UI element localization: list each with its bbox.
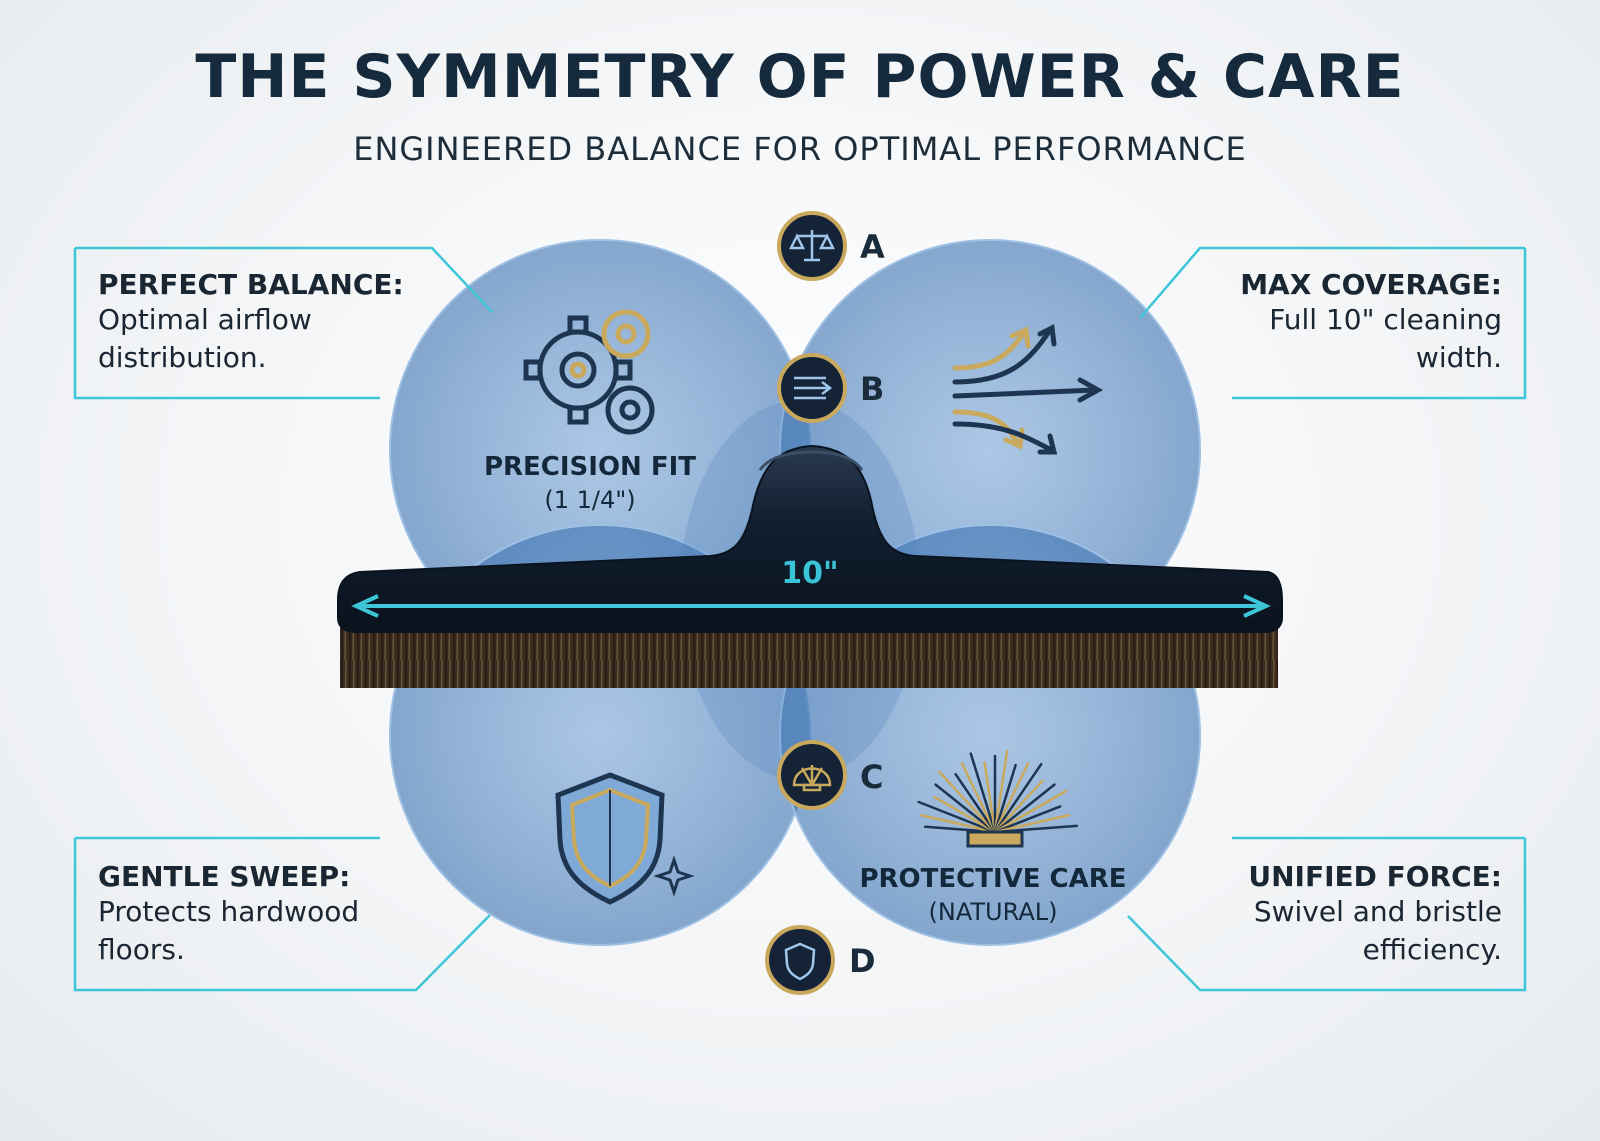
fan-strand (917, 800, 997, 834)
callout-gentle-sweep-head: GENTLE SWEEP: (98, 860, 351, 893)
callout-unified-force-head: UNIFIED FORCE: (1248, 860, 1502, 893)
shield-sparkle-icon (555, 772, 695, 905)
page-title: THE SYMMETRY OF POWER & CARE (195, 42, 1405, 112)
fan-strand (937, 770, 997, 834)
callout-frames (73, 246, 1527, 992)
callout-unified-force-body: Swivel and bristle efficiency. (1253, 895, 1502, 966)
brush-head (337, 444, 1283, 700)
fan-strand (983, 761, 997, 834)
bristle-row (340, 628, 1278, 688)
callout-gentle-sweep: GENTLE SWEEP: Protects hardwood floors. (98, 860, 398, 969)
fan-strand (919, 813, 997, 834)
callout-frame-bottom-left (73, 838, 491, 992)
fan-strand (954, 772, 997, 834)
marker-d (765, 925, 835, 995)
marker-b (777, 353, 847, 423)
precision-fit-title: PRECISION FIT (483, 452, 697, 482)
marker-letter-b: B (860, 370, 885, 408)
fan-strand (993, 813, 1071, 834)
airflow-icon (794, 376, 833, 400)
precision-fit-label: PRECISION FIT (1 1/4") (460, 452, 720, 514)
protective-care-type: (NATURAL) (928, 898, 1058, 926)
airflow-arrows-icon (952, 324, 1104, 455)
callout-frame-bottom-right (1127, 838, 1527, 992)
callout-max-coverage-head: MAX COVERAGE: (1240, 268, 1502, 301)
fan-strand (993, 763, 1017, 834)
callout-max-coverage-body: Full 10" cleaning width. (1269, 303, 1502, 374)
protective-care-label: PROTECTIVE CARE (NATURAL) (848, 864, 1138, 926)
precision-fit-size: (1 1/4") (544, 486, 636, 514)
callout-perfect-balance-head: PERFECT BALANCE: (98, 268, 404, 301)
fan-strand (993, 783, 1056, 834)
page-subtitle: ENGINEERED BALANCE FOR OPTIMAL PERFORMAN… (353, 130, 1247, 168)
callout-frame-top-right (1232, 248, 1527, 400)
fan-strand (933, 795, 997, 834)
protective-care-title: PROTECTIVE CARE (859, 864, 1127, 894)
callout-frame-top-left (73, 248, 380, 400)
shell-icon (792, 765, 832, 792)
fan-strand (993, 762, 1043, 834)
scales-icon (788, 230, 836, 262)
callout-gentle-sweep-body: Protects hardwood floors. (98, 895, 360, 966)
marker-letter-c: C (860, 758, 884, 796)
marker-a (777, 211, 847, 281)
marker-c (777, 740, 847, 810)
fan-strand (993, 749, 1009, 834)
callout-frame-top-right-leader (1139, 246, 1525, 319)
fan-strand (934, 783, 997, 834)
shield-icon (784, 942, 816, 981)
fan-strand (969, 752, 997, 834)
callout-frame-top-left-leader (75, 246, 493, 313)
fan-strand (993, 805, 1062, 834)
width-measurement-label: 10" (781, 556, 839, 591)
fan-strand (993, 789, 1068, 834)
marker-letter-a: A (860, 228, 885, 266)
callout-perfect-balance-body: Optimal airflow distribution. (98, 303, 312, 374)
fan-strand (960, 762, 997, 834)
marker-letter-d: D (849, 942, 876, 980)
gears-icon (523, 309, 655, 435)
fan-strand (993, 762, 1030, 834)
callout-perfect-balance: PERFECT BALANCE: Optimal airflow distrib… (98, 268, 404, 377)
fan-strand (993, 779, 1044, 834)
callout-unified-force: UNIFIED FORCE: Swivel and bristle effici… (1190, 860, 1502, 969)
bristle-fan-icon (917, 749, 1079, 848)
callout-max-coverage: MAX COVERAGE: Full 10" cleaning width. (1190, 268, 1502, 377)
